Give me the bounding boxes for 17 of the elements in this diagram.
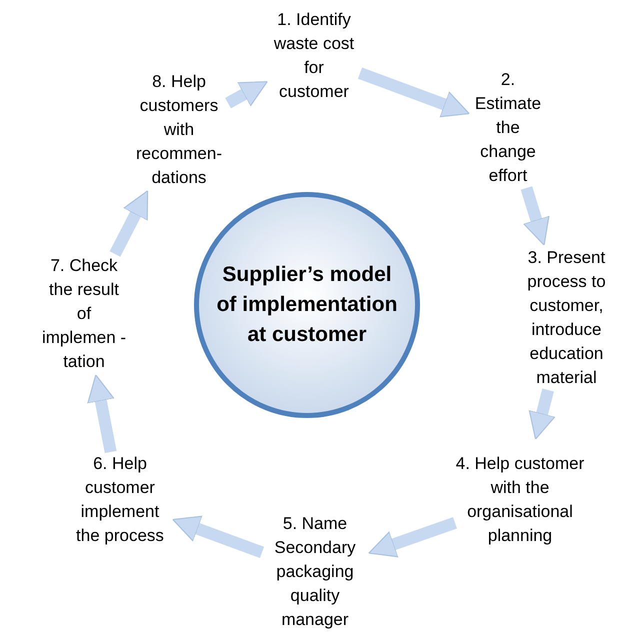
- arrow: [87, 374, 117, 454]
- title-text: Supplier’s model of implementation at customer: [216, 262, 398, 348]
- step-text: 2. Estimate the change effort: [474, 69, 542, 187]
- arrow: [528, 388, 556, 440]
- arrow: [368, 517, 457, 558]
- arrow: [110, 190, 148, 257]
- step-text: 1. Identify waste cost for customer: [272, 9, 356, 103]
- arrow: [358, 67, 470, 118]
- arrow: [520, 186, 550, 246]
- step-text: 6. Help customer implement the process: [75, 453, 165, 547]
- arrow: [225, 81, 268, 108]
- step-text: 7. Check the result of implemen -tation: [40, 255, 128, 373]
- step-text: 4. Help customer with the organisational planning: [455, 453, 585, 547]
- step-text: 8. Help customers with recommen- dations: [135, 71, 223, 189]
- step-text: 5. Name Secondary packaging quality manager: [273, 513, 357, 631]
- step-text: 3. Present process to customer, introduce education material: [526, 247, 607, 389]
- arrow: [172, 516, 264, 558]
